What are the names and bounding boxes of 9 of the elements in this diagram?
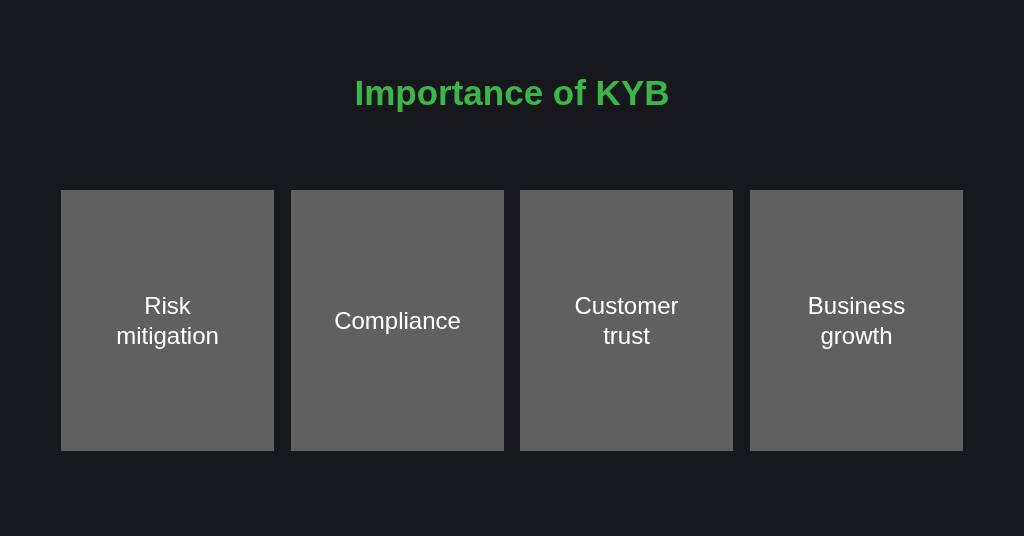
card-label: Customer trust — [573, 290, 680, 351]
card-box — [520, 190, 733, 451]
card-box — [750, 190, 963, 451]
card-label: Risk mitigation — [115, 290, 220, 351]
card-label: Business growth — [806, 290, 907, 351]
card-box — [61, 190, 274, 451]
card-label: Compliance — [334, 305, 461, 336]
card-box — [291, 190, 504, 451]
title: Importance of KYB — [354, 72, 670, 114]
